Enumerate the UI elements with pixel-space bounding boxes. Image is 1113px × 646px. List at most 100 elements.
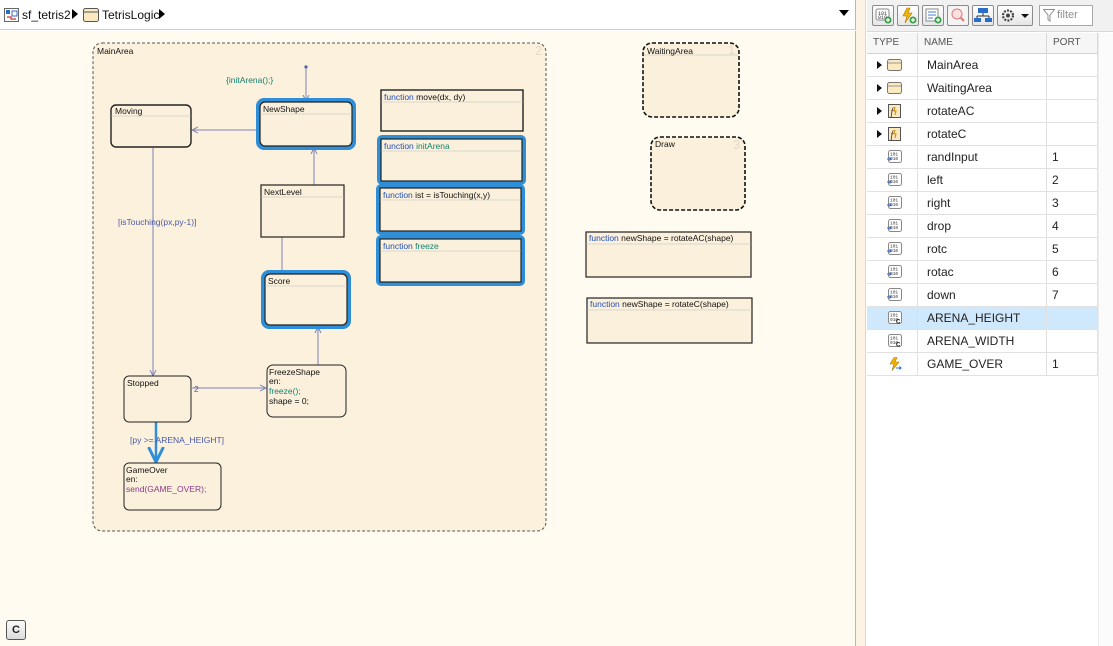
symbol-name-cell[interactable]: ARENA_WIDTH xyxy=(918,330,1047,352)
breadcrumb-dropdown-icon[interactable] xyxy=(839,10,849,16)
state-game-over[interactable]: GameOver en: send(GAME_OVER); xyxy=(123,462,222,511)
symbol-port-cell[interactable] xyxy=(1047,123,1098,145)
transition-default-label[interactable]: {initArena();} xyxy=(226,75,273,85)
settings-button[interactable] xyxy=(997,5,1033,26)
stateflow-chart-icon xyxy=(83,8,99,22)
breadcrumb-chart-label: TetrisLogic xyxy=(102,8,160,22)
symbol-port-cell[interactable]: 1 xyxy=(1047,146,1098,168)
symbol-name-cell[interactable]: rotateAC xyxy=(918,100,1047,122)
function-move[interactable]: function move(dx, dy) xyxy=(380,89,524,132)
svg-text:010: 010 xyxy=(890,225,898,231)
symbol-name-cell[interactable]: down xyxy=(918,284,1047,306)
expand-arrow-icon[interactable] xyxy=(877,107,882,115)
symbol-name-cell[interactable]: left xyxy=(918,169,1047,191)
add-data-button[interactable]: 101 010 xyxy=(872,5,894,26)
symbol-port-cell[interactable] xyxy=(1047,54,1098,76)
function-is-touching[interactable]: function ist = isTouching(x,y) xyxy=(376,184,525,235)
symbol-port-cell[interactable]: 3 xyxy=(1047,192,1098,214)
symbols-scrollbar[interactable] xyxy=(1098,33,1113,646)
function-is-touching-keyword: function xyxy=(383,190,413,200)
symbol-port-cell[interactable]: 2 xyxy=(1047,169,1098,191)
expand-arrow-icon[interactable] xyxy=(877,130,882,138)
function-rotate-ac[interactable]: function newShape = rotateAC(shape) xyxy=(585,231,752,278)
symbol-port-cell[interactable]: 6 xyxy=(1047,261,1098,283)
chart-c-button[interactable]: C xyxy=(6,620,26,640)
column-header-type[interactable]: TYPE xyxy=(867,33,918,53)
transition-arena-label[interactable]: [py >= ARENA_HEIGHT] xyxy=(130,435,224,445)
svg-text:101: 101 xyxy=(890,244,898,250)
symbol-name-cell[interactable]: rotac xyxy=(918,261,1047,283)
filter-input[interactable]: filter xyxy=(1039,5,1093,26)
svg-text:function newShape = rotateAC(s: function newShape = rotateAC(shape) xyxy=(589,233,734,243)
state-freeze-shape[interactable]: FreezeShape en: freeze(); shape = 0; xyxy=(266,364,347,418)
symbol-name-cell[interactable]: right xyxy=(918,192,1047,214)
state-waiting-area[interactable]: WaitingArea 1 xyxy=(642,42,740,118)
symbol-port-cell[interactable] xyxy=(1047,307,1098,329)
symbol-name-cell[interactable]: GAME_OVER xyxy=(918,353,1047,375)
function-freeze-signature: freeze xyxy=(415,241,439,251)
panel-splitter[interactable] xyxy=(856,0,866,646)
state-main-area-label: MainArea xyxy=(97,46,134,56)
add-event-button[interactable] xyxy=(897,5,919,26)
show-unused-button[interactable] xyxy=(947,5,969,26)
symbol-name-cell[interactable]: WaitingArea xyxy=(918,77,1047,99)
symbol-port-cell[interactable]: 5 xyxy=(1047,238,1098,260)
symbol-name-cell[interactable]: drop xyxy=(918,215,1047,237)
expand-arrow-icon[interactable] xyxy=(877,84,882,92)
column-header-port[interactable]: PORT xyxy=(1047,33,1098,53)
breadcrumb-item-chart[interactable]: TetrisLogic xyxy=(83,7,159,23)
transition-touching-label[interactable]: [isTouching(px,py-1)] xyxy=(118,217,196,227)
symbol-name-cell[interactable]: ARENA_HEIGHT xyxy=(918,307,1047,329)
state-score[interactable]: Score xyxy=(261,270,351,329)
symbol-port-cell[interactable]: 7 xyxy=(1047,284,1098,306)
symbol-port-cell[interactable] xyxy=(1047,77,1098,99)
symbol-row[interactable]: MainArea xyxy=(867,54,1098,77)
symbol-port-cell[interactable] xyxy=(1047,330,1098,352)
state-draw[interactable]: Draw 3 xyxy=(650,136,746,211)
svg-text:101: 101 xyxy=(890,152,898,158)
column-header-name[interactable]: NAME xyxy=(918,33,1047,53)
symbol-port-cell[interactable]: 1 xyxy=(1047,353,1098,375)
symbol-port-cell[interactable] xyxy=(1047,100,1098,122)
symbol-port-cell[interactable]: 4 xyxy=(1047,215,1098,237)
function-rotate-c[interactable]: function newShape = rotateC(shape) xyxy=(586,297,753,344)
expand-arrow-icon[interactable] xyxy=(877,61,882,69)
state-stopped[interactable]: Stopped xyxy=(123,375,192,423)
breadcrumb-separator-icon xyxy=(72,9,78,19)
symbol-name-cell[interactable]: randInput xyxy=(918,146,1047,168)
symbol-type-cell xyxy=(867,54,918,76)
symbol-name-cell[interactable]: rotateC xyxy=(918,123,1047,145)
group-hierarchy-button[interactable] xyxy=(972,5,994,26)
add-message-button[interactable] xyxy=(922,5,944,26)
breadcrumb-item-model[interactable]: sf_tetris2 xyxy=(4,7,71,23)
symbol-name-cell[interactable]: rotc xyxy=(918,238,1047,260)
function-freeze[interactable]: function freeze xyxy=(376,235,525,286)
symbol-row[interactable]: WaitingArea xyxy=(867,77,1098,100)
state-next-level[interactable]: NextLevel xyxy=(260,184,345,238)
function-init-arena[interactable]: function initArena xyxy=(377,135,526,185)
state-new-shape[interactable]: NewShape xyxy=(256,98,356,150)
chart-canvas[interactable]: MainArea 2 {initArena();} [isTouching(px… xyxy=(0,31,856,646)
state-moving[interactable]: Moving xyxy=(110,104,192,148)
symbol-name-cell[interactable]: MainArea xyxy=(918,54,1047,76)
state-moving-label: Moving xyxy=(115,106,143,116)
